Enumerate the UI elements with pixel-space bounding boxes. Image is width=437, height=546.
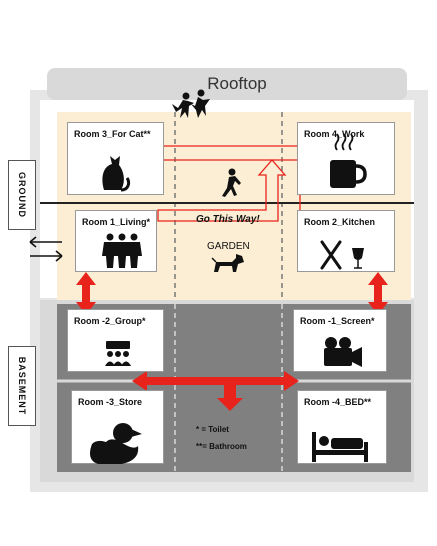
basement-tag: BASEMENT <box>8 346 36 426</box>
room-label: Room -3_Store <box>78 397 143 407</box>
rooftop-label: Rooftop <box>207 74 267 93</box>
walking-person-icon <box>222 168 241 197</box>
cat-icon <box>102 156 131 192</box>
room-1-card: Room 1_Living* <box>75 210 157 272</box>
film-camera-icon <box>324 337 362 367</box>
room-label: Room 1_Living* <box>82 217 151 227</box>
stairs-left-arrow <box>76 272 96 315</box>
rubber-duck-icon <box>90 423 142 464</box>
go-this-way-arrow <box>157 159 287 222</box>
rooftop-bar <box>47 68 407 100</box>
room-label: Room -1_Screen* <box>300 316 375 326</box>
room-minus-2-card: Room -2_Group* <box>67 309 164 372</box>
garden-label: GARDEN <box>207 241 250 252</box>
dancers-icon <box>172 89 210 118</box>
stairs-right-arrow <box>368 272 388 315</box>
room-label: Room 4_Work <box>304 129 365 139</box>
room-label: Room 2_Kitchen <box>304 217 376 227</box>
room-2-card: Room 2_Kitchen <box>297 210 395 272</box>
legend-toilet: * = Toilet <box>196 425 229 434</box>
go-this-way-label: Go This Way! <box>196 214 260 225</box>
dog-icon <box>211 254 244 272</box>
basement-corridor-arrow <box>132 371 299 391</box>
group-meeting-icon <box>105 341 131 366</box>
room-label: Room 3_For Cat** <box>74 129 151 139</box>
ground-floor-tag: GROUND <box>8 160 36 230</box>
cutlery-icon <box>320 240 342 270</box>
basement-down-arrow <box>217 385 243 411</box>
coffee-cup-icon <box>330 133 367 188</box>
room-label: Room -2_Group* <box>74 316 146 326</box>
room-label: Room -4_BED** <box>304 397 372 407</box>
family-icon <box>102 233 142 268</box>
enter-exit-arrows-icon <box>29 236 63 262</box>
stair-arrows <box>76 272 388 411</box>
bed-icon <box>312 432 368 462</box>
wine-glass-icon <box>352 248 364 269</box>
legend-bathroom: **= Bathroom <box>196 442 247 451</box>
